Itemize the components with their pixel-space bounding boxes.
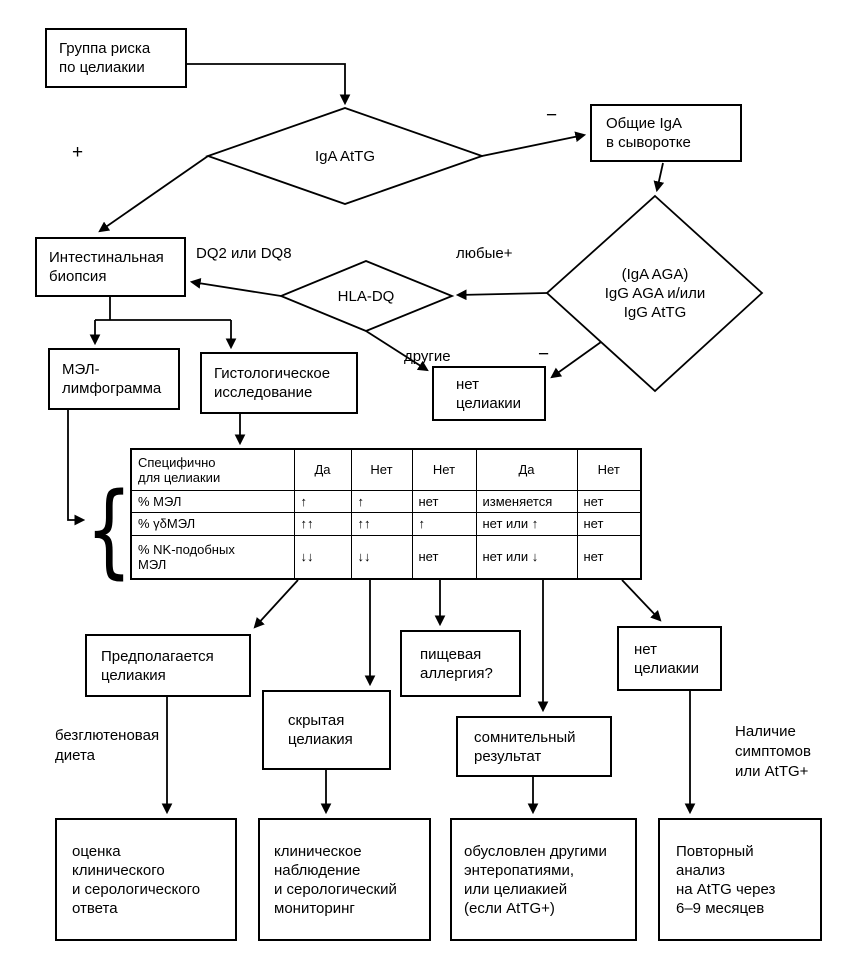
node-no-celiac-mid-label: нет целиакии bbox=[456, 375, 522, 412]
node-histology-label: Гистологическое исследование bbox=[214, 365, 331, 401]
diamond-label-hla-dq: HLA-DQ bbox=[337, 288, 395, 305]
node-intestinal-biopsy-label: Интестинальная биопсия bbox=[49, 249, 164, 285]
diamond-label-iga-attg: IgA AtTG bbox=[314, 148, 376, 165]
table-cell: ↑↑ bbox=[350, 511, 413, 536]
table-cell: ↑↑ bbox=[293, 511, 352, 536]
node-food-allergy-label: пищевая аллергия? bbox=[420, 645, 493, 682]
table-row: % NK-подобных МЭЛ ↓↓ ↓↓ нет нет или ↓ не… bbox=[130, 534, 642, 580]
table-header-row: Специфично для целиакии Да Нет Нет Да Не… bbox=[130, 448, 642, 491]
node-clinical-monitoring: клиническое наблюдение и серологический … bbox=[258, 818, 431, 941]
node-doubtful-result-label: сомнительный результат bbox=[474, 728, 576, 765]
node-risk-group: Группа риска по целиакии bbox=[45, 28, 187, 88]
node-no-celiac-bottom-label: нет целиакии bbox=[634, 640, 700, 677]
table-header-cell: Да bbox=[293, 448, 352, 491]
edge-hladq-to-biopsy bbox=[189, 278, 282, 297]
table-cell: ↑ bbox=[411, 511, 477, 536]
table-header-cell: Да bbox=[475, 448, 578, 491]
label-minus-top: − bbox=[546, 105, 558, 126]
edge-serology-to-no-celiac bbox=[550, 341, 602, 379]
diamond-serology bbox=[545, 194, 764, 393]
node-total-iga: Общие IgA в сыворотке bbox=[590, 104, 742, 162]
table-cell: % NK-подобных МЭЛ bbox=[130, 534, 295, 580]
node-presumed-celiac: Предполагается целиакия bbox=[85, 634, 251, 697]
table-row: % МЭЛ ↑ ↑ нет изменяется нет bbox=[130, 489, 642, 513]
edge-table-to-no-celiac-2 bbox=[621, 579, 662, 622]
node-histology: Гистологическое исследование bbox=[200, 352, 358, 414]
node-repeat-attg-label: Повторный анализ на AtTG через 6–9 месяц… bbox=[676, 842, 776, 917]
label-minus-serology: − bbox=[538, 344, 550, 365]
table-row: % γδМЭЛ ↑↑ ↑↑ ↑ нет или ↑ нет bbox=[130, 511, 642, 536]
table-cell: нет bbox=[576, 511, 642, 536]
edge-mel-to-brace bbox=[67, 410, 86, 526]
label-other-alleles: другие bbox=[404, 348, 451, 365]
node-presumed-celiac-label: Предполагается целиакия bbox=[101, 647, 214, 684]
node-no-celiac-bottom: нет целиакии bbox=[617, 626, 722, 691]
table-header-cell: Специфично для целиакии bbox=[130, 448, 295, 491]
edge-risk-to-attg bbox=[187, 63, 351, 106]
node-other-enteropathies: обусловлен другими энтеропатиями, или це… bbox=[450, 818, 637, 941]
table-cell: нет bbox=[411, 489, 477, 513]
edge-hladq-to-no-celiac bbox=[365, 330, 429, 372]
table-cell: нет bbox=[411, 534, 477, 580]
node-food-allergy: пищевая аллергия? bbox=[400, 630, 521, 697]
diamond-iga-attg bbox=[205, 107, 485, 205]
node-risk-group-label: Группа риска по целиакии bbox=[59, 40, 151, 76]
table-cell: нет или ↑ bbox=[475, 511, 578, 536]
edge-attg-plus-to-biopsy bbox=[98, 155, 209, 233]
label-dq2-dq8: DQ2 или DQ8 bbox=[196, 245, 292, 262]
node-response-assessment: оценка клинического и серологического от… bbox=[55, 818, 237, 941]
label-any-positive: любые+ bbox=[456, 245, 513, 262]
edge-table-to-presumed bbox=[253, 579, 299, 629]
node-total-iga-label: Общие IgA в сыворотке bbox=[606, 115, 691, 151]
table-cell: нет bbox=[576, 489, 642, 513]
table-header-cell: Нет bbox=[350, 448, 413, 491]
label-symptoms-or-attg: Наличие симптомов или AtTG+ bbox=[735, 723, 811, 780]
curly-brace: { bbox=[85, 470, 133, 590]
table-cell: изменяется bbox=[475, 489, 578, 513]
node-doubtful-result: сомнительный результат bbox=[456, 716, 612, 777]
table-cell: ↓↓ bbox=[350, 534, 413, 580]
table-header-cell: Нет bbox=[411, 448, 477, 491]
table-cell: ↑ bbox=[293, 489, 352, 513]
diamond-label-serology: (IgA AGA) IgG AGA и/или IgG AtTG bbox=[604, 266, 706, 321]
mel-table: Специфично для целиакии Да Нет Нет Да Не… bbox=[130, 448, 642, 580]
label-gluten-free-diet: безглютеновая диета bbox=[55, 727, 160, 764]
table-cell: ↑ bbox=[350, 489, 413, 513]
node-latent-celiac-label: скрытая целиакия bbox=[288, 712, 353, 748]
node-other-enteropathies-label: обусловлен другими энтеропатиями, или це… bbox=[464, 842, 607, 917]
node-response-assessment-label: оценка клинического и серологического от… bbox=[72, 842, 201, 917]
node-clinical-monitoring-label: клиническое наблюдение и серологический … bbox=[274, 842, 397, 917]
node-latent-celiac: скрытая целиакия bbox=[262, 690, 391, 770]
node-repeat-attg: Повторный анализ на AtTG через 6–9 месяц… bbox=[658, 818, 822, 941]
table-cell: нет bbox=[576, 534, 642, 580]
table-cell: ↓↓ bbox=[293, 534, 352, 580]
edge-total-iga-to-serology bbox=[653, 162, 665, 193]
edge-attg-minus-to-total-iga bbox=[481, 131, 587, 157]
node-intestinal-biopsy: Интестинальная биопсия bbox=[35, 237, 186, 297]
edge-serology-to-hladq bbox=[455, 289, 548, 301]
table-cell: нет или ↓ bbox=[475, 534, 578, 580]
node-mel-lymphogram: МЭЛ- лимфограмма bbox=[48, 348, 180, 410]
table-cell: % МЭЛ bbox=[130, 489, 295, 513]
node-mel-lymphogram-label: МЭЛ- лимфограмма bbox=[62, 361, 162, 397]
node-no-celiac-mid: нет целиакии bbox=[432, 366, 546, 421]
label-plus: + bbox=[72, 142, 84, 163]
table-header-cell: Нет bbox=[576, 448, 642, 491]
table-cell: % γδМЭЛ bbox=[130, 511, 295, 536]
